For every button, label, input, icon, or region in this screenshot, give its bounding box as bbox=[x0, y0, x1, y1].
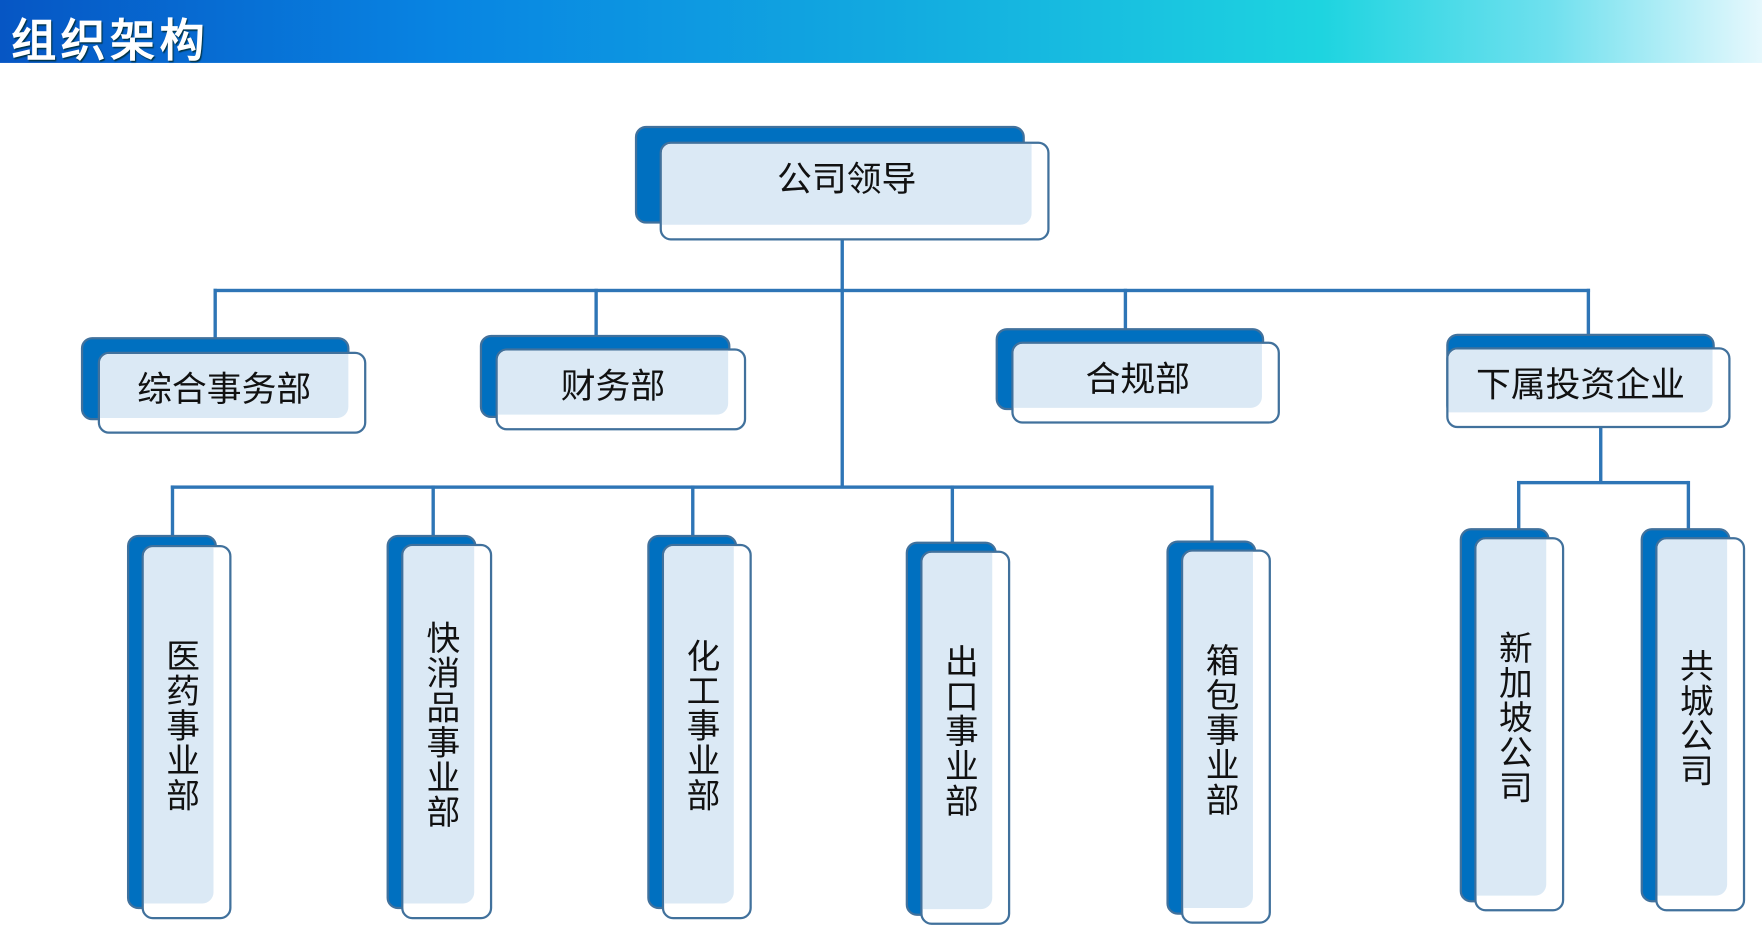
connector-line bbox=[431, 485, 435, 537]
connector-line bbox=[1586, 288, 1591, 349]
node-box: 新加坡公司 bbox=[1474, 537, 1565, 912]
node-fill bbox=[1183, 551, 1253, 908]
node-box: 公司领导 bbox=[659, 141, 1050, 241]
node-label: 下属投资企业 bbox=[1476, 365, 1686, 406]
node-box: 合规部 bbox=[1011, 341, 1280, 424]
node-fill bbox=[143, 547, 214, 904]
node-label: 出口事业部 bbox=[938, 643, 978, 819]
connector-line bbox=[1686, 480, 1691, 530]
node-label: 合规部 bbox=[1085, 359, 1191, 401]
header-banner: 组织架构 bbox=[0, 0, 1762, 67]
page-title: 组织架构 bbox=[11, 14, 210, 68]
connector-line bbox=[213, 288, 217, 339]
connector-line bbox=[170, 485, 175, 537]
node-fill bbox=[922, 552, 993, 910]
node-label: 新加坡公司 bbox=[1492, 630, 1532, 805]
node-box: 医药事业部 bbox=[141, 545, 232, 920]
node-label: 公司领导 bbox=[777, 159, 917, 201]
node-box: 快消品事业部 bbox=[401, 543, 493, 920]
node-box: 财务部 bbox=[495, 348, 747, 431]
node-box: 共城公司 bbox=[1655, 537, 1746, 912]
node-label: 化工事业部 bbox=[679, 637, 720, 812]
connector-line bbox=[1517, 480, 1521, 530]
node-fill bbox=[661, 143, 1032, 225]
node-fill bbox=[1657, 539, 1728, 896]
node-fill bbox=[1013, 343, 1262, 408]
node-label: 综合事务部 bbox=[137, 369, 312, 411]
node-fill bbox=[1476, 539, 1547, 896]
node-label: 财务部 bbox=[560, 366, 666, 407]
connector-line bbox=[594, 288, 598, 336]
connector-line bbox=[1517, 480, 1689, 485]
node-label: 箱包事业部 bbox=[1199, 642, 1239, 817]
node-fill bbox=[403, 546, 475, 904]
node-label: 医药事业部 bbox=[159, 638, 199, 813]
node-box: 出口事业部 bbox=[920, 550, 1011, 925]
node-fill bbox=[100, 353, 349, 419]
node-label: 快消品事业部 bbox=[419, 620, 460, 830]
node-fill bbox=[664, 546, 734, 904]
node-fill bbox=[497, 350, 729, 415]
node-box: 下属投资企业 bbox=[1446, 347, 1731, 429]
node-box: 综合事务部 bbox=[97, 351, 367, 434]
node-label: 共城公司 bbox=[1673, 647, 1713, 788]
connector-line bbox=[950, 485, 955, 543]
connector-line bbox=[691, 485, 695, 537]
node-box: 化工事业部 bbox=[661, 543, 752, 920]
connector-line bbox=[840, 238, 844, 488]
node-box: 箱包事业部 bbox=[1181, 549, 1271, 924]
connector-line bbox=[1210, 485, 1214, 542]
connector-line bbox=[1599, 427, 1603, 484]
connector-line bbox=[1123, 288, 1128, 330]
node-fill bbox=[1448, 349, 1713, 413]
connector-line bbox=[213, 288, 1591, 293]
